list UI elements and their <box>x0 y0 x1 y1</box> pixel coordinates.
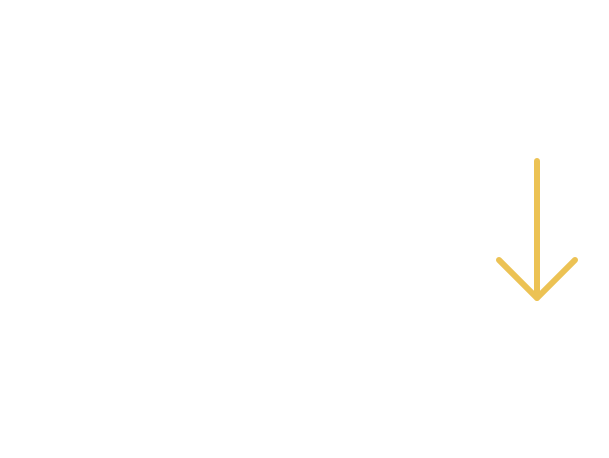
scroll-down-button[interactable] <box>490 152 584 308</box>
arrow-head <box>496 257 578 301</box>
arrow-down-icon <box>496 158 578 301</box>
